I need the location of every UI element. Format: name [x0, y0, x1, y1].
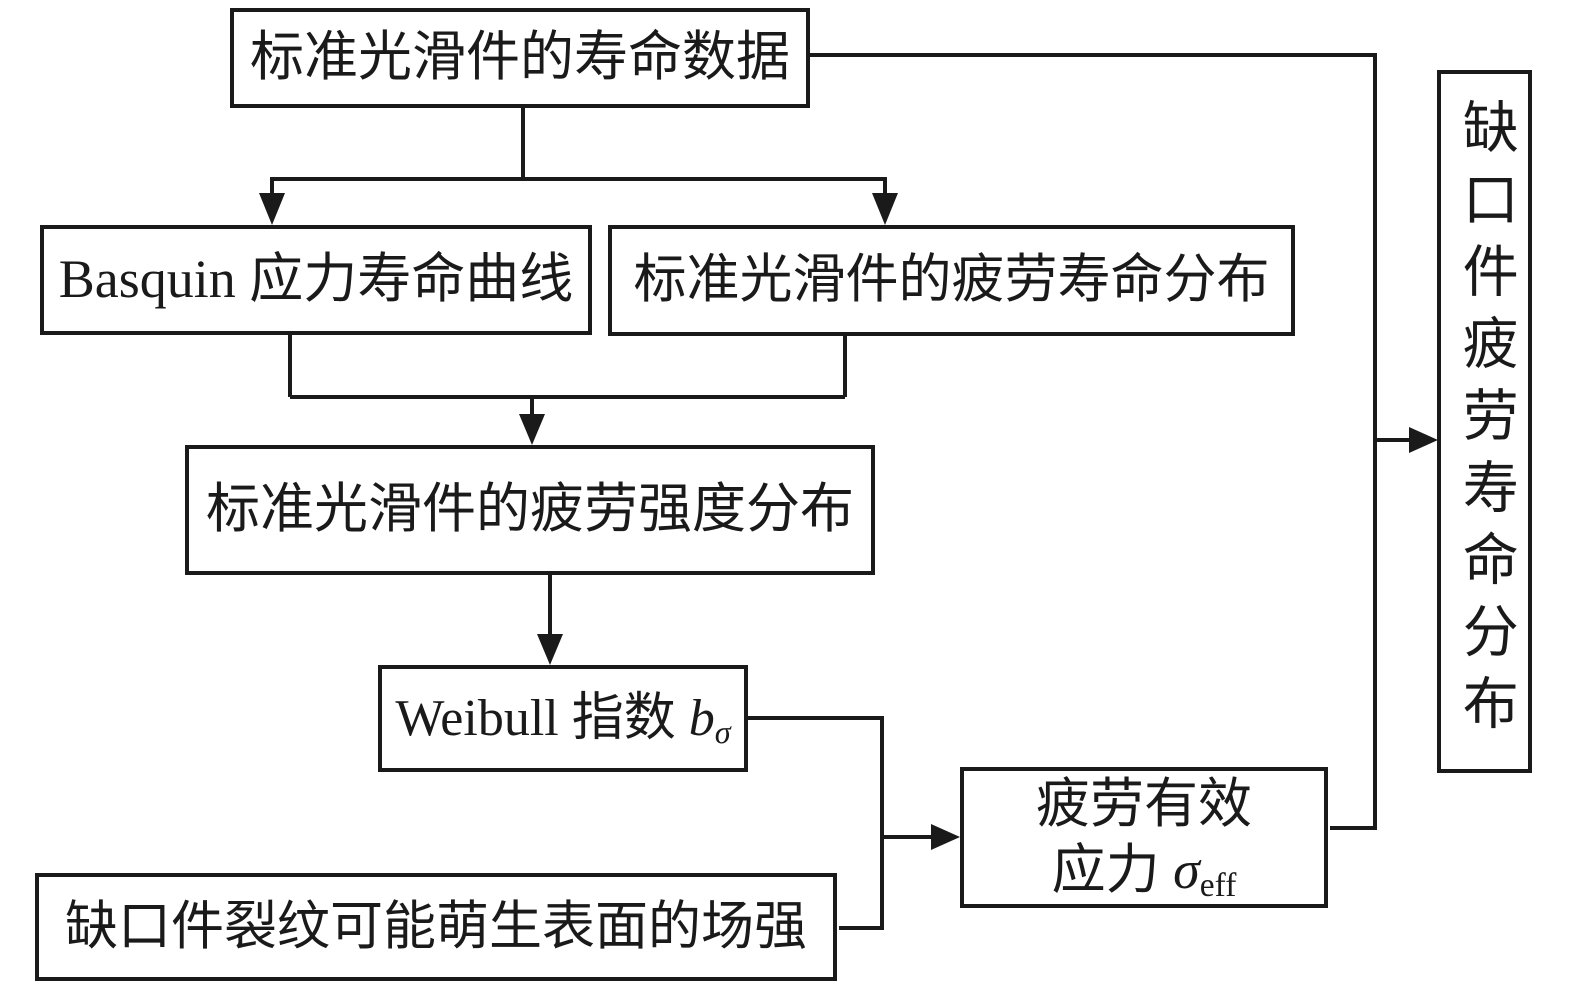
node-fatigue-life-distribution-label: 标准光滑件的疲劳寿命分布 — [633, 251, 1270, 310]
effective-stress-subscript: eff — [1199, 866, 1237, 904]
node-weibull-exponent-label: Weibull 指数 bσ — [395, 689, 731, 750]
arrowhead-to-life-dist — [872, 193, 898, 225]
arrowhead-to-weibull — [537, 634, 563, 665]
node-fatigue-life-distribution: 标准光滑件的疲劳寿命分布 — [608, 225, 1295, 336]
arrowhead-to-notched — [1409, 427, 1438, 453]
node-fatigue-strength-distribution: 标准光滑件的疲劳强度分布 — [185, 445, 875, 575]
node-basquin-curve: Basquin 应力寿命曲线 — [40, 225, 592, 335]
node-notched-life-distribution: 缺口件疲劳寿命分布 — [1437, 70, 1532, 773]
connector-right-rail — [806, 53, 1377, 830]
effective-stress-line2-prefix: 应力 — [1051, 839, 1174, 900]
arrowhead-to-basquin — [259, 193, 285, 225]
arrowhead-to-strength — [519, 414, 545, 445]
effective-stress-sigma: σ — [1173, 839, 1200, 900]
weibull-symbol-b: b — [688, 689, 715, 747]
node-life-data: 标准光滑件的寿命数据 — [230, 8, 810, 108]
node-fatigue-strength-distribution-label: 标准光滑件的疲劳强度分布 — [206, 479, 854, 540]
weibull-label-prefix: Weibull 指数 — [395, 689, 689, 747]
node-crack-surface-field-label: 缺口件裂纹可能萌生表面的场强 — [65, 897, 807, 956]
arrowhead-to-effstress — [931, 824, 960, 850]
connector-weibull-field-merge — [748, 716, 884, 930]
node-crack-surface-field: 缺口件裂纹可能萌生表面的场强 — [35, 873, 837, 981]
node-weibull-exponent: Weibull 指数 bσ — [378, 665, 748, 772]
node-life-data-label: 标准光滑件的寿命数据 — [250, 27, 790, 88]
effective-stress-line1: 疲劳有效 — [1036, 773, 1252, 834]
node-basquin-curve-label: Basquin 应力寿命曲线 — [58, 249, 574, 310]
weibull-symbol-subscript: σ — [714, 713, 731, 750]
node-effective-stress: 疲劳有效 应力 σeff — [960, 767, 1328, 908]
effective-stress-line2: 应力 σeff — [1052, 838, 1237, 904]
node-notched-life-distribution-label: 缺口件疲劳寿命分布 — [1454, 97, 1517, 746]
